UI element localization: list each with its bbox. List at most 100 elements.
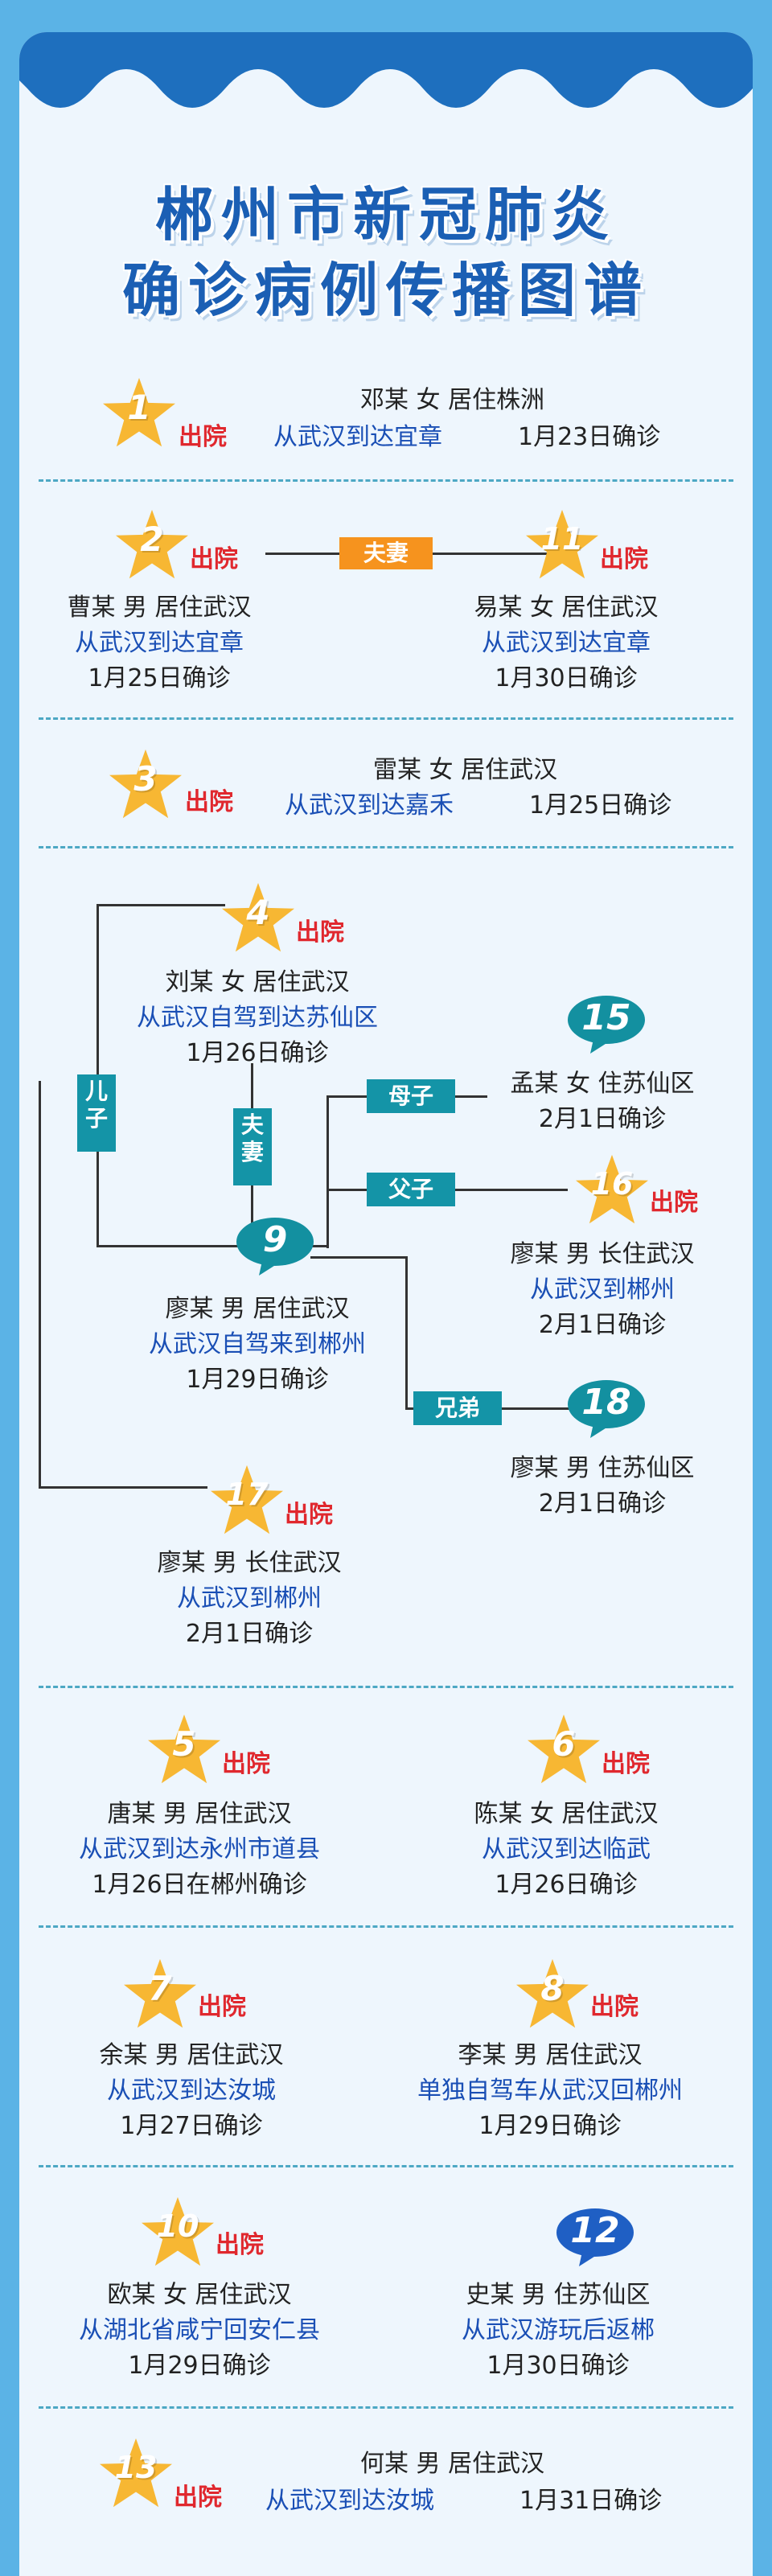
case-6-person: 陈某 女 居住武汉 bbox=[474, 1800, 659, 1828]
case-4-route: 从武汉自驾到达苏仙区 bbox=[137, 1004, 378, 1032]
page-title-line2: 确诊病例传播图谱 bbox=[121, 257, 650, 324]
star-icon bbox=[528, 1714, 600, 1784]
case-13-date: 1月31日确诊 bbox=[519, 2487, 663, 2515]
case-5-date: 1月26日在郴州确诊 bbox=[92, 1871, 307, 1899]
star-icon bbox=[526, 509, 598, 579]
relation-tag-mother-son: 母子 bbox=[367, 1079, 455, 1113]
case-17-discharged: 出院 bbox=[285, 1501, 333, 1529]
case-3-star-badge: 3 bbox=[108, 748, 183, 820]
case-13-star-badge: 13 bbox=[98, 2437, 174, 2509]
case-8-route: 单独自驾车从武汉回郴州 bbox=[417, 2077, 683, 2105]
case-3-route: 从武汉到达嘉禾 bbox=[285, 791, 454, 820]
star-icon bbox=[148, 1714, 220, 1784]
case-9-bubble-badge: 9 bbox=[235, 1216, 315, 1277]
case-10-date: 1月29日确诊 bbox=[128, 2352, 271, 2380]
case-6-date: 1月26日确诊 bbox=[495, 1871, 638, 1899]
case-2-route: 从武汉到达宜章 bbox=[75, 629, 244, 657]
case-4-star-badge: 4 bbox=[220, 881, 296, 954]
case-17-person: 廖某 男 长住武汉 bbox=[157, 1549, 342, 1577]
case-10-route: 从湖北省咸宁回安仁县 bbox=[79, 2316, 320, 2344]
star-icon bbox=[222, 882, 294, 952]
divider bbox=[39, 2406, 733, 2409]
case-16-discharged: 出院 bbox=[650, 1189, 698, 1217]
case-12-route: 从武汉游玩后返郴 bbox=[462, 2316, 655, 2344]
wave-header-decoration bbox=[19, 32, 753, 108]
case-4-discharged: 出院 bbox=[296, 918, 344, 947]
case-15-date: 2月1日确诊 bbox=[538, 1105, 667, 1133]
case-9-date: 1月29日确诊 bbox=[186, 1366, 329, 1394]
case-12-bubble-badge: 12 bbox=[555, 2207, 635, 2268]
divider bbox=[39, 846, 733, 848]
case-17-route: 从武汉到郴州 bbox=[177, 1584, 322, 1613]
case-8-date: 1月29日确诊 bbox=[478, 2112, 622, 2140]
star-icon bbox=[124, 1958, 196, 2028]
case-5-discharged: 出院 bbox=[222, 1750, 270, 1778]
relation-tag-spouse-2: 夫妻 bbox=[233, 1108, 272, 1185]
case-8-star-badge: 8 bbox=[515, 1958, 590, 2030]
case-6-route: 从武汉到达临武 bbox=[482, 1835, 651, 1863]
star-icon bbox=[142, 2196, 214, 2266]
relation-line bbox=[310, 1256, 407, 1259]
case-5-route: 从武汉到达永州市道县 bbox=[79, 1835, 320, 1863]
relation-tag-brothers: 兄弟 bbox=[413, 1391, 502, 1425]
case-18-person: 廖某 男 住苏仙区 bbox=[510, 1454, 695, 1482]
case-15-person: 孟某 女 住苏仙区 bbox=[510, 1070, 695, 1098]
star-icon bbox=[576, 1154, 648, 1224]
relation-line bbox=[405, 1256, 408, 1409]
case-8-discharged: 出院 bbox=[590, 1993, 639, 2021]
case-10-discharged: 出院 bbox=[216, 2231, 264, 2259]
relation-tag-son: 儿子 bbox=[77, 1074, 116, 1152]
case-13-person: 何某 男 居住武汉 bbox=[360, 2450, 545, 2478]
content-panel: 郴州市新冠肺炎 确诊病例传播图谱 1 出院 邓某 女 居住株洲 从武汉到达宜章 … bbox=[19, 32, 753, 2576]
case-4-person: 刘某 女 居住武汉 bbox=[165, 968, 350, 996]
page-title-line1: 郴州市新冠肺炎 bbox=[154, 181, 617, 249]
case-7-star-badge: 7 bbox=[122, 1958, 198, 2030]
relation-tag-spouse: 夫妻 bbox=[339, 537, 433, 569]
case-5-star-badge: 5 bbox=[146, 1713, 222, 1785]
case-12-person: 史某 男 住苏仙区 bbox=[466, 2281, 651, 2309]
relation-line bbox=[96, 1245, 241, 1247]
case-11-discharged: 出院 bbox=[600, 545, 648, 573]
divider bbox=[39, 717, 733, 720]
case-2-discharged: 出院 bbox=[190, 545, 238, 573]
star-icon bbox=[116, 509, 188, 579]
case-1-person: 邓某 女 居住株洲 bbox=[360, 386, 545, 414]
case-16-date: 2月1日确诊 bbox=[538, 1311, 667, 1339]
case-3-discharged: 出院 bbox=[185, 788, 233, 816]
relation-line bbox=[96, 904, 225, 906]
case-12-date: 1月30日确诊 bbox=[487, 2352, 630, 2380]
speech-bubble-icon bbox=[568, 996, 645, 1054]
divider bbox=[39, 1925, 733, 1928]
case-3-date: 1月25日确诊 bbox=[529, 791, 672, 820]
speech-bubble-icon bbox=[556, 2208, 634, 2266]
case-15-bubble-badge: 15 bbox=[566, 994, 647, 1055]
case-13-route: 从武汉到达汝城 bbox=[265, 2487, 434, 2515]
case-11-date: 1月30日确诊 bbox=[495, 664, 638, 692]
relation-line bbox=[310, 1245, 328, 1247]
case-11-route: 从武汉到达宜章 bbox=[482, 629, 651, 657]
case-5-person: 唐某 男 居住武汉 bbox=[107, 1800, 292, 1828]
case-2-person: 曹某 男 居住武汉 bbox=[67, 594, 252, 622]
case-16-route: 从武汉到郴州 bbox=[530, 1276, 675, 1304]
case-1-discharged: 出院 bbox=[179, 423, 227, 451]
case-17-date: 2月1日确诊 bbox=[185, 1620, 314, 1648]
case-6-discharged: 出院 bbox=[602, 1750, 650, 1778]
relation-line bbox=[326, 1095, 329, 1248]
case-16-person: 廖某 男 长住武汉 bbox=[510, 1240, 695, 1268]
case-11-star-badge: 11 bbox=[524, 508, 600, 581]
relation-line bbox=[39, 1486, 207, 1489]
relation-tag-father-son: 父子 bbox=[367, 1173, 455, 1206]
case-1-route: 从武汉到达宜章 bbox=[273, 423, 442, 451]
case-16-star-badge: 16 bbox=[574, 1153, 650, 1226]
case-10-star-badge: 10 bbox=[140, 2196, 216, 2268]
case-3-person: 雷某 女 居住武汉 bbox=[373, 756, 558, 784]
divider bbox=[39, 479, 733, 482]
case-7-discharged: 出院 bbox=[198, 1993, 246, 2021]
case-10-person: 欧某 女 居住武汉 bbox=[107, 2281, 292, 2309]
star-icon bbox=[100, 2438, 172, 2508]
case-9-person: 廖某 男 居住武汉 bbox=[165, 1295, 350, 1323]
case-2-date: 1月25日确诊 bbox=[88, 664, 231, 692]
case-8-person: 李某 男 居住武汉 bbox=[458, 2041, 643, 2069]
case-7-route: 从武汉到达汝城 bbox=[107, 2077, 276, 2105]
